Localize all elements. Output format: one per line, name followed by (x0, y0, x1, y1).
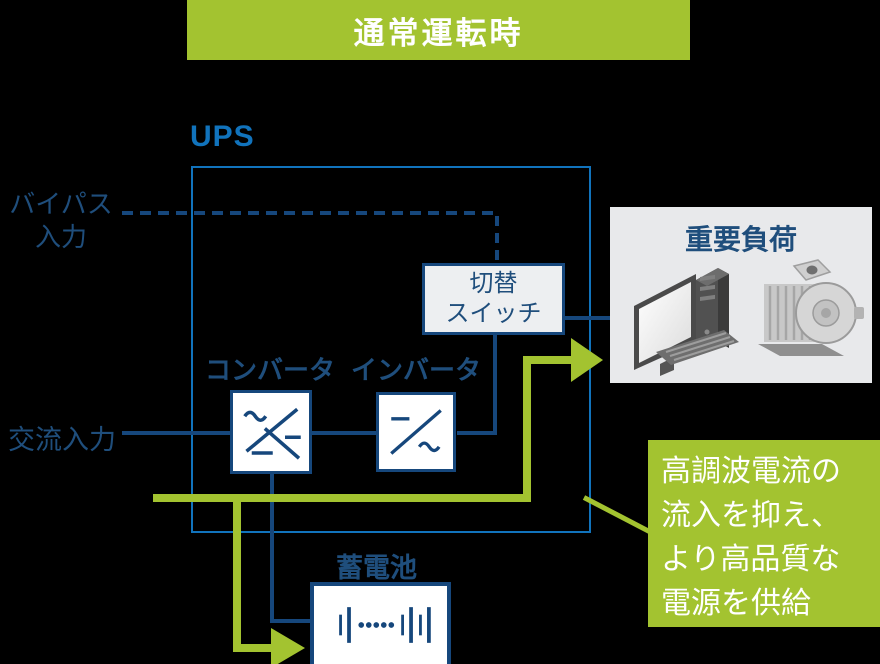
flow-to-battery-line-horizontal (233, 644, 273, 652)
motor-icon (758, 259, 864, 356)
inverter-to-switch-line-horizontal (457, 431, 497, 435)
inverter-label: インバータ (350, 355, 481, 385)
flow-to-load-line-vertical (523, 356, 531, 502)
callout-text-line1: 高調波電流の (661, 455, 841, 488)
callout-leader-line (582, 495, 651, 534)
callout-text-line3: より高品質な (661, 543, 841, 576)
converter-symbol-icon (243, 407, 301, 460)
transfer-switch-label-line2: スイッチ (445, 300, 542, 327)
converter-box (230, 390, 312, 474)
bypass-input-label: バイパス 入力 (0, 188, 122, 254)
flow-main-line (153, 494, 531, 502)
computer-icon (634, 268, 739, 376)
transfer-switch-box: 切替 スイッチ (422, 263, 565, 335)
converter-to-battery-line-vertical (270, 468, 274, 623)
bypass-dashed-line-vertical (495, 216, 499, 263)
bypass-dashed-line-horizontal (122, 211, 499, 215)
battery-box (310, 582, 451, 664)
converter-to-battery-line-horizontal (270, 619, 310, 623)
flow-to-load-arrowhead-icon (571, 338, 603, 382)
callout-box: 高調波電流の 流入を抑え、 より高品質な 電源を供給 (648, 440, 880, 627)
callout-text-line4: 電源を供給 (661, 587, 811, 620)
critical-load-title: 重要負荷 (684, 224, 797, 255)
transfer-switch-label-line1: 切替 (469, 270, 518, 297)
battery-label: 蓄電池 (336, 553, 417, 583)
bypass-input-label-line1: バイパス (9, 189, 113, 219)
flow-to-load-line-horizontal (523, 356, 573, 364)
bypass-input-label-line2: 入力 (34, 222, 87, 252)
converter-label: コンバータ (204, 355, 335, 385)
inverter-to-switch-line-vertical (493, 335, 497, 435)
ups-label: UPS (190, 120, 255, 153)
ac-input-line (122, 431, 230, 435)
flow-to-battery-arrowhead-icon (271, 628, 305, 664)
converter-to-inverter-line (306, 431, 376, 435)
battery-symbol-icon (339, 607, 431, 643)
ac-input-label: 交流入力 (8, 425, 116, 455)
title-banner: 通常運転時 (187, 0, 690, 60)
inverter-symbol-icon (390, 409, 442, 455)
flow-to-battery-line-vertical (233, 494, 241, 646)
diagram-title: 通常運転時 (353, 15, 524, 51)
switch-to-load-line (565, 316, 610, 320)
callout-text-line2: 流入を抑え、 (661, 499, 841, 532)
inverter-box (376, 392, 456, 472)
